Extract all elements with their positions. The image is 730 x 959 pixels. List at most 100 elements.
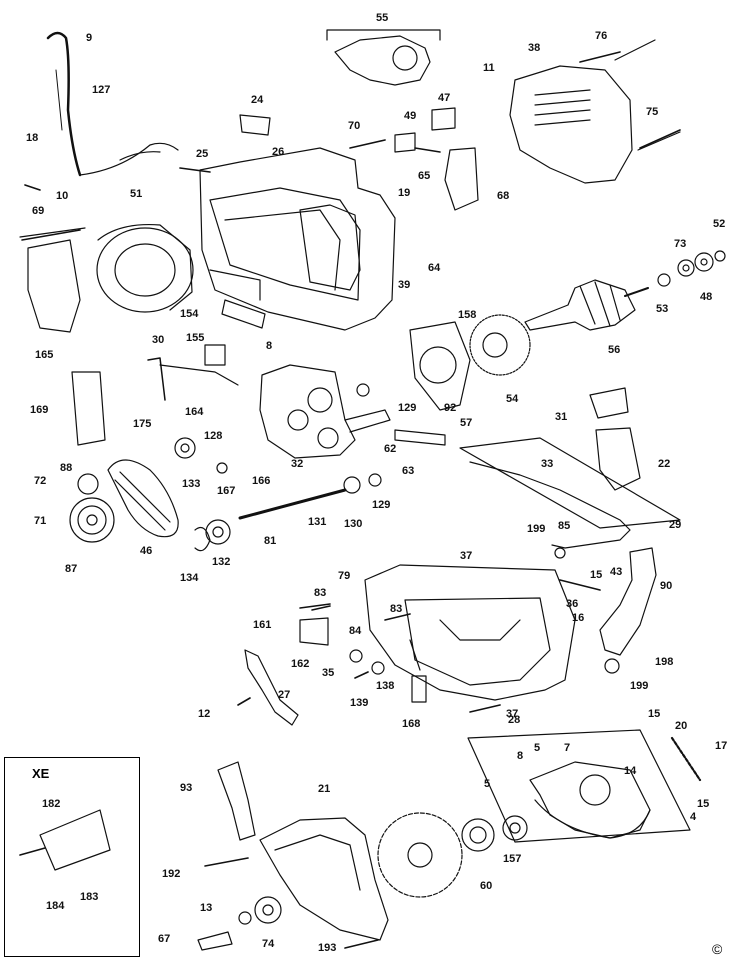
callout: 161 bbox=[253, 619, 272, 631]
callout: 83 bbox=[314, 587, 327, 599]
callout: 155 bbox=[186, 332, 205, 344]
callout: 52 bbox=[713, 218, 726, 230]
callout: 30 bbox=[152, 334, 165, 346]
callout: 39 bbox=[398, 279, 411, 291]
part-4-guard bbox=[529, 761, 651, 839]
callout: 28 bbox=[508, 714, 521, 726]
part-28-housing bbox=[364, 564, 576, 701]
callout: 53 bbox=[656, 303, 669, 315]
callout: 199 bbox=[630, 680, 649, 692]
callout: 25 bbox=[196, 148, 209, 160]
callout: 56 bbox=[608, 344, 621, 356]
callout: 92 bbox=[444, 402, 457, 414]
callout: 47 bbox=[438, 92, 451, 104]
callout: 88 bbox=[60, 462, 73, 474]
callout: 154 bbox=[180, 308, 199, 320]
part-46-belt bbox=[107, 459, 179, 538]
callout: 79 bbox=[338, 570, 351, 582]
callout: 87 bbox=[65, 563, 78, 575]
callout: 43 bbox=[610, 566, 623, 578]
callout: 20 bbox=[675, 720, 688, 732]
part-38 bbox=[509, 65, 633, 184]
part-55 bbox=[334, 35, 431, 86]
callout: 5 bbox=[534, 742, 541, 754]
callout: 129 bbox=[398, 402, 417, 414]
callout: 175 bbox=[133, 418, 152, 430]
copyright-symbol: © bbox=[712, 941, 723, 957]
callout: 4 bbox=[690, 811, 697, 823]
callout: 48 bbox=[700, 291, 713, 303]
callout: 54 bbox=[506, 393, 519, 405]
callout: 7 bbox=[564, 742, 571, 754]
callout: 138 bbox=[376, 680, 395, 692]
callout: 158 bbox=[458, 309, 477, 321]
power-cord bbox=[46, 31, 82, 177]
callout: 8 bbox=[517, 750, 524, 762]
callout: 16 bbox=[572, 612, 585, 624]
saw-blade bbox=[377, 812, 463, 898]
callout: 69 bbox=[32, 205, 45, 217]
callout: 165 bbox=[35, 349, 54, 361]
callout: 12 bbox=[198, 708, 211, 720]
callout: 90 bbox=[660, 580, 673, 592]
callout: 55 bbox=[376, 12, 389, 24]
callout: 27 bbox=[278, 689, 291, 701]
callout: 134 bbox=[180, 572, 199, 584]
callout: 72 bbox=[34, 475, 47, 487]
callout: 192 bbox=[162, 868, 181, 880]
xe-inset-box bbox=[4, 757, 140, 957]
callout: 15 bbox=[590, 569, 603, 581]
callout: 164 bbox=[185, 406, 204, 418]
callout: 168 bbox=[402, 718, 421, 730]
callout: 76 bbox=[595, 30, 608, 42]
callout: 11 bbox=[483, 62, 495, 74]
callout: 10 bbox=[56, 190, 69, 202]
callout: 14 bbox=[624, 765, 637, 777]
callout: 166 bbox=[252, 475, 271, 487]
callout: 26 bbox=[272, 146, 285, 158]
callout: 36 bbox=[566, 598, 579, 610]
callout: 8 bbox=[266, 340, 273, 352]
callout: 35 bbox=[322, 667, 335, 679]
callout: 60 bbox=[480, 880, 493, 892]
callout: 162 bbox=[291, 658, 310, 670]
callout: 68 bbox=[497, 190, 510, 202]
callout: 31 bbox=[555, 411, 568, 423]
callout: 15 bbox=[648, 708, 661, 720]
callout: 193 bbox=[318, 942, 337, 954]
callout: 132 bbox=[212, 556, 231, 568]
callout: 157 bbox=[503, 853, 522, 865]
callout: 73 bbox=[674, 238, 687, 250]
callout: 15 bbox=[697, 798, 710, 810]
part-51-stator bbox=[96, 227, 194, 313]
callout: 62 bbox=[384, 443, 397, 455]
callout: 64 bbox=[428, 262, 441, 274]
part-39-housing bbox=[199, 147, 396, 331]
callout: 49 bbox=[404, 110, 417, 122]
callout: 129 bbox=[372, 499, 391, 511]
callout: 71 bbox=[34, 515, 47, 527]
part-56-armature bbox=[524, 279, 636, 331]
callout: 84 bbox=[349, 625, 362, 637]
callout: 67 bbox=[158, 933, 171, 945]
part-54-fan bbox=[469, 314, 531, 376]
inset-title: XE bbox=[32, 766, 50, 781]
callout: 182 bbox=[42, 798, 61, 810]
callout: 37 bbox=[460, 550, 473, 562]
callout: 133 bbox=[182, 478, 201, 490]
callout: 24 bbox=[251, 94, 264, 106]
callout: 33 bbox=[541, 458, 554, 470]
callout: 19 bbox=[398, 187, 411, 199]
callout: 21 bbox=[318, 783, 331, 795]
callout: 46 bbox=[140, 545, 153, 557]
callout: 37 bbox=[506, 708, 519, 720]
callout: 127 bbox=[92, 84, 111, 96]
callout: 17 bbox=[715, 740, 728, 752]
callout: 38 bbox=[528, 42, 541, 54]
callout: 131 bbox=[308, 516, 327, 528]
part-8-gearbox bbox=[259, 364, 356, 459]
callout: 85 bbox=[558, 520, 571, 532]
callout: 18 bbox=[26, 132, 39, 144]
